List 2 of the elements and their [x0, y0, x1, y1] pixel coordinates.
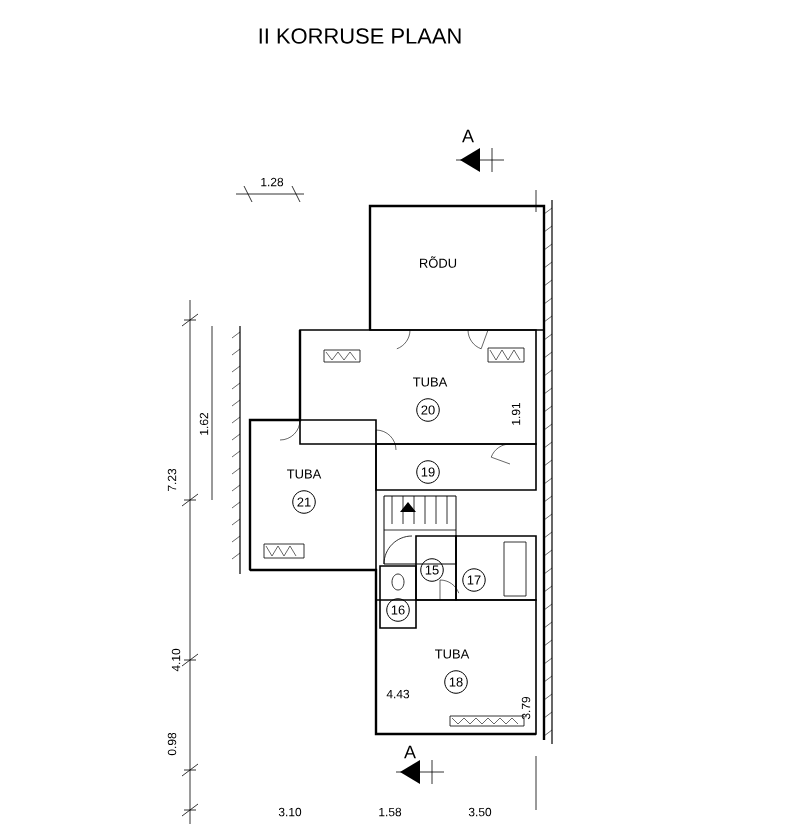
section-label: A [462, 129, 474, 143]
title: II KORRUSE PLAAN [259, 28, 461, 44]
